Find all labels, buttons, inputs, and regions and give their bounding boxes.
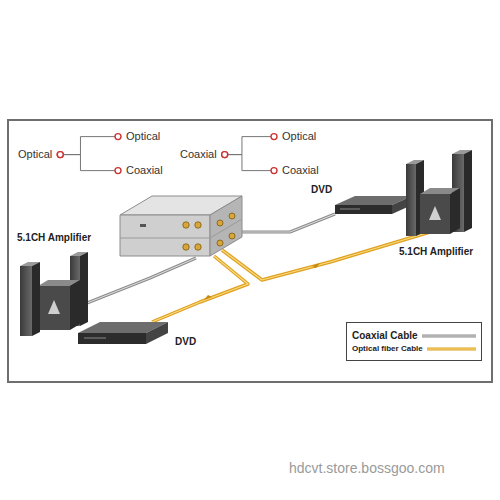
device-label: 5.1CH Amplifier (16, 232, 92, 243)
tree-node: Optical (14, 146, 60, 163)
watermark: hdcvt.store.bossgoo.com (288, 460, 446, 476)
tree-connector (225, 137, 274, 155)
node-label: Coaxial (282, 164, 319, 177)
tree-connector (225, 155, 274, 171)
tree-node: Coaxial (176, 146, 225, 163)
optical-cable (152, 256, 248, 322)
speaker-tower (20, 262, 40, 336)
legend-text: Optical fiber Cable (352, 344, 423, 353)
legend-swatch (422, 333, 476, 339)
legend-entry: Optical fiber Cable (352, 344, 476, 353)
node-label: Optical (18, 148, 52, 161)
device-label: DVD (174, 336, 197, 347)
cables (82, 214, 430, 322)
connector-dot (57, 152, 63, 158)
amplifier-speakers (406, 150, 472, 236)
dvd-player (78, 322, 168, 344)
coaxial-cable (236, 214, 335, 232)
legend-entry: Coaxial Cable (352, 330, 476, 341)
connector-dot (222, 152, 228, 158)
legend-swatch (427, 346, 476, 352)
converter-box (120, 196, 242, 256)
connector-dot (271, 134, 277, 140)
frame (8, 120, 492, 382)
device-label: 5.1CH Amplifier (398, 246, 474, 257)
amplifier-speakers (20, 252, 88, 336)
coaxial-cable (82, 258, 196, 305)
node-label: Coaxial (180, 148, 217, 161)
dvd-player (335, 196, 412, 214)
connector-dot (222, 152, 228, 158)
device-label: DVD (310, 184, 333, 195)
legend-text: Coaxial Cable (352, 330, 418, 341)
connector-dot (271, 168, 277, 174)
connector-dot (57, 152, 63, 158)
legend: Coaxial CableOptical fiber Cable (346, 322, 482, 361)
cable-arrow (204, 295, 212, 300)
tree-node: Optical (118, 128, 164, 145)
connector-dot (115, 168, 121, 174)
coaxial-cable (82, 258, 196, 305)
tree-node: Coaxial (118, 162, 167, 179)
optical-cable (152, 256, 248, 322)
node-label: Coaxial (126, 164, 163, 177)
subwoofer (38, 280, 80, 330)
subwoofer (420, 188, 460, 234)
cable-arrow (312, 263, 320, 268)
node-label: Optical (126, 130, 160, 143)
tree-node: Optical (274, 128, 320, 145)
connector-dot (115, 134, 121, 140)
tree-connector (60, 137, 118, 155)
tree-connector (60, 155, 118, 171)
tree-node: Coaxial (274, 162, 323, 179)
coaxial-cable (236, 214, 335, 232)
node-label: Optical (282, 130, 316, 143)
